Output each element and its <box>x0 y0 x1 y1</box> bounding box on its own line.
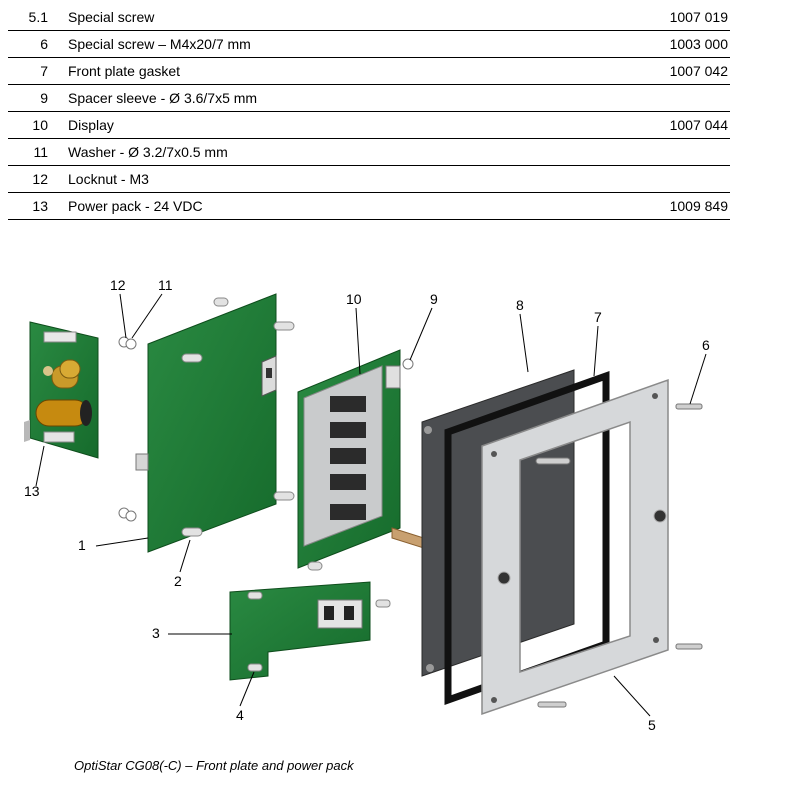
position-number: 5.1 <box>28 9 48 25</box>
callout-11: 11 <box>158 277 173 293</box>
special-screw <box>675 403 703 410</box>
lower-pcb <box>229 581 391 681</box>
special-screw <box>537 701 567 708</box>
callout-4: 4 <box>236 707 244 723</box>
spacer-sleeve-9 <box>402 358 414 370</box>
callout-12: 12 <box>110 277 126 293</box>
callout-2: 2 <box>174 573 182 589</box>
callout-7: 7 <box>594 309 602 325</box>
position-number: 11 <box>33 144 48 160</box>
washer <box>125 338 137 350</box>
article-number: 1007 044 <box>669 117 728 133</box>
part-description: Special screw – M4x20/7 mm <box>68 36 251 52</box>
washer <box>125 510 137 522</box>
position-number: 10 <box>32 117 48 133</box>
callout-1: 1 <box>78 537 86 553</box>
position-number: 7 <box>40 63 48 79</box>
callout-13: 13 <box>24 483 40 499</box>
parts-table: 5.1 Special screw 1007 019 6 Special screw –… <box>8 4 730 220</box>
spacer-sleeve <box>247 663 263 672</box>
leader-lines <box>35 293 707 717</box>
spacer-sleeve <box>181 527 203 537</box>
part-description: Locknut - M3 <box>68 171 149 187</box>
callout-3: 3 <box>152 625 160 641</box>
position-number: 12 <box>32 171 48 187</box>
article-number: 1007 042 <box>669 63 728 79</box>
parts-table-row: 9 Spacer sleeve - Ø 3.6/7x5 mm <box>8 85 730 112</box>
display-spacer <box>307 561 323 571</box>
parts-table-row: 11 Washer - Ø 3.2/7x0.5 mm <box>8 139 730 166</box>
spacer-sleeve <box>375 599 391 608</box>
spacer-sleeve <box>213 297 229 307</box>
part-description: Front plate gasket <box>68 63 181 79</box>
washers-locknuts <box>118 336 137 522</box>
part-description: Spacer sleeve - Ø 3.6/7x5 mm <box>68 90 258 106</box>
article-number: 1007 019 <box>669 9 728 25</box>
part-description: Display <box>68 117 114 133</box>
front-frame <box>481 378 669 716</box>
special-screws <box>537 403 703 708</box>
main-pcb <box>135 293 277 553</box>
callout-5: 5 <box>648 717 656 733</box>
figure-caption: OptiStar CG08(-C) – Front plate and powe… <box>74 758 354 773</box>
seven-segment-digits <box>330 396 366 520</box>
parts-table-row: 6 Special screw – M4x20/7 mm 1003 000 <box>8 31 730 58</box>
spacer-sleeve <box>181 353 203 363</box>
parts-table-row: 10 Display 1007 044 <box>8 112 730 139</box>
display-module <box>297 349 431 571</box>
spacer-sleeve <box>247 591 263 600</box>
parts-table-row: 5.1 Special screw 1007 019 <box>8 4 730 31</box>
article-number: 1003 000 <box>669 36 728 52</box>
callout-10: 10 <box>346 291 362 307</box>
callout-labels: 1 2 3 4 5 6 7 8 9 10 11 12 13 <box>24 277 710 733</box>
position-number: 13 <box>32 198 48 214</box>
spacer-sleeve <box>273 321 295 331</box>
parts-table-row: 12 Locknut - M3 <box>8 166 730 193</box>
part-description: Power pack - 24 VDC <box>68 198 203 214</box>
part-description: Special screw <box>68 9 155 25</box>
article-number: 1009 849 <box>669 198 728 214</box>
exploded-view-drawing: 1 2 3 4 5 6 7 8 9 10 11 12 13 <box>24 277 710 733</box>
spacer-sleeves <box>181 297 295 537</box>
position-number: 9 <box>40 90 48 106</box>
parts-table-row: 13 Power pack - 24 VDC 1009 849 <box>8 193 730 220</box>
callout-8: 8 <box>516 297 524 313</box>
part-description: Washer - Ø 3.2/7x0.5 mm <box>68 144 228 160</box>
special-screw <box>675 643 703 650</box>
power-pack <box>24 321 99 459</box>
parts-table-row: 7 Front plate gasket 1007 042 <box>8 58 730 85</box>
callout-9: 9 <box>430 291 438 307</box>
position-number: 6 <box>40 36 48 52</box>
callout-6: 6 <box>702 337 710 353</box>
spacer-sleeve <box>273 491 295 501</box>
